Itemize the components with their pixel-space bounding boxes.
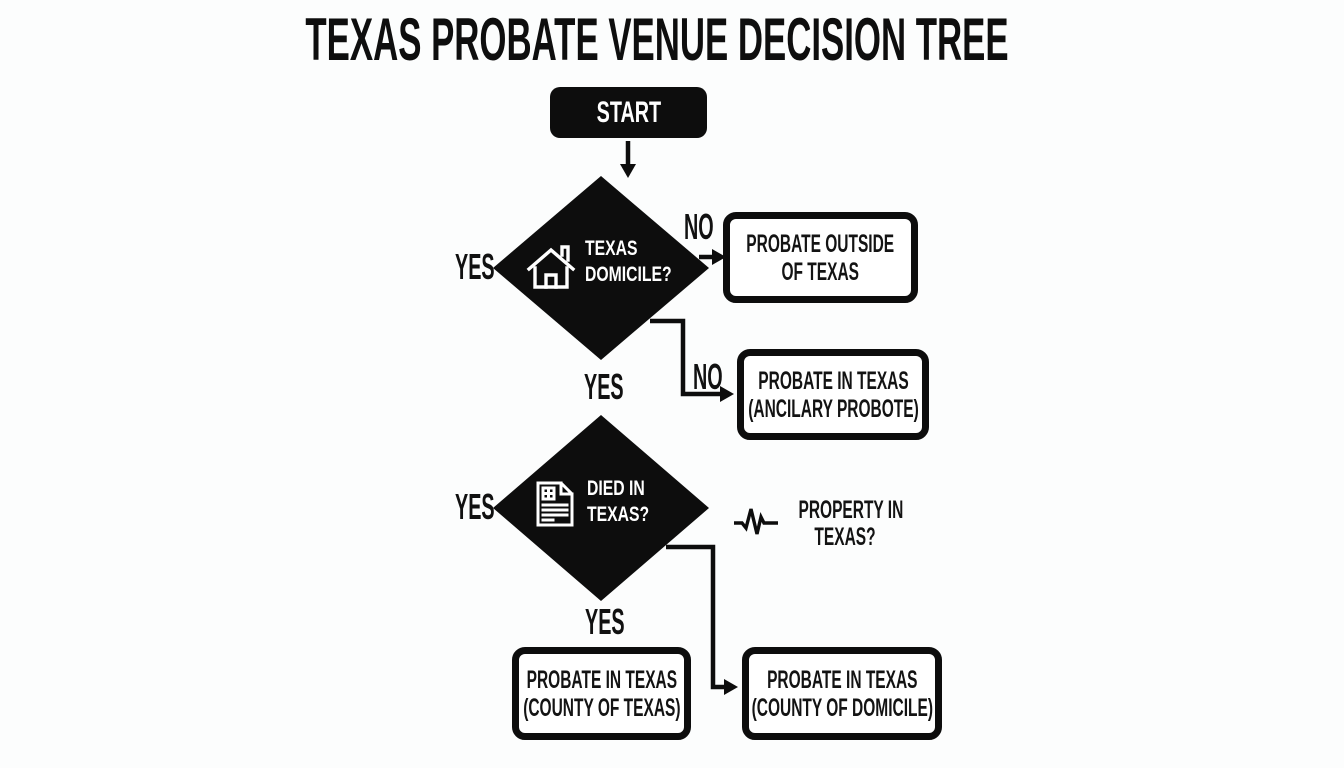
- outcome-probate-outside-line2: OF TEXAS: [781, 257, 860, 286]
- arrowhead-right-icon: [720, 386, 734, 402]
- outcome-county-domicile-line1: PROBATE IN TEXAS: [766, 665, 918, 694]
- decision-domicile-line1: TEXAS: [585, 237, 638, 260]
- arrowhead-right-icon: [712, 249, 726, 265]
- pulse-icon: [734, 508, 778, 535]
- outcome-county-texas: PROBATE IN TEXAS (COUNTY OF TEXAS): [512, 647, 691, 740]
- start-label: START: [596, 95, 661, 129]
- decision-domicile-line2: DOMICILE?: [585, 263, 672, 286]
- connector-died-to-domicile-box: [666, 544, 726, 690]
- connector-domicile-no-elbow: [650, 318, 722, 397]
- label-died-yes: YES: [455, 486, 495, 527]
- document-icon: [536, 481, 574, 527]
- outcome-probate-outside: PROBATE OUTSIDE OF TEXAS: [723, 212, 918, 303]
- outcome-probate-outside-line1: PROBATE OUTSIDE: [746, 229, 895, 258]
- label-domicile-no: NO: [684, 206, 714, 247]
- question-property-line2: TEXAS?: [814, 523, 876, 551]
- arrowhead-right-icon: [724, 679, 738, 695]
- outcome-probate-ancillary: PROBATE IN TEXAS (ANCILARY PROBOTE): [737, 349, 929, 440]
- outcome-county-texas-text: PROBATE IN TEXAS (COUNTY OF TEXAS): [523, 666, 680, 722]
- page-title: TEXAS PROBATE VENUE DECISION TREE: [305, 6, 1009, 73]
- outcome-county-domicile-text: PROBATE IN TEXAS (COUNTY OF DOMICILE): [751, 666, 932, 722]
- label-domicile-yes-down: YES: [584, 366, 624, 407]
- connector-lines: [625, 141, 726, 690]
- decision-diamond-died: [493, 415, 709, 601]
- decision-died-line2: TEXAS?: [587, 503, 650, 526]
- decision-died-text: DIED IN TEXAS?: [587, 476, 649, 528]
- outcome-county-texas-line1: PROBATE IN TEXAS: [526, 665, 677, 694]
- outcome-probate-ancillary-text: PROBATE IN TEXAS (ANCILARY PROBOTE): [748, 367, 919, 423]
- question-property-texas: PROPERTY IN TEXAS?: [798, 496, 904, 551]
- outcome-county-domicile-line2: (COUNTY OF DOMICILE): [751, 693, 933, 722]
- arrowhead-down-icon: [620, 164, 636, 178]
- outcome-probate-outside-text: PROBATE OUTSIDE OF TEXAS: [747, 230, 895, 286]
- label-died-yes-down: YES: [585, 601, 625, 642]
- house-icon: [526, 245, 576, 289]
- outcome-probate-ancillary-line2: (ANCILARY PROBOTE): [747, 394, 919, 423]
- question-property-line1: PROPERTY IN: [798, 496, 904, 524]
- label-domicile-yes: YES: [455, 246, 495, 287]
- outcome-county-domicile: PROBATE IN TEXAS (COUNTY OF DOMICILE): [742, 647, 942, 740]
- label-ancillary-no: NO: [693, 356, 723, 397]
- outcome-probate-ancillary-line1: PROBATE IN TEXAS: [757, 366, 909, 395]
- outcome-county-texas-line2: (COUNTY OF TEXAS): [522, 693, 681, 722]
- start-node: START: [550, 87, 707, 138]
- decision-domicile-text: TEXAS DOMICILE?: [585, 236, 672, 288]
- decision-died-line1: DIED IN: [587, 477, 645, 500]
- decision-diamond-domicile: [493, 176, 709, 360]
